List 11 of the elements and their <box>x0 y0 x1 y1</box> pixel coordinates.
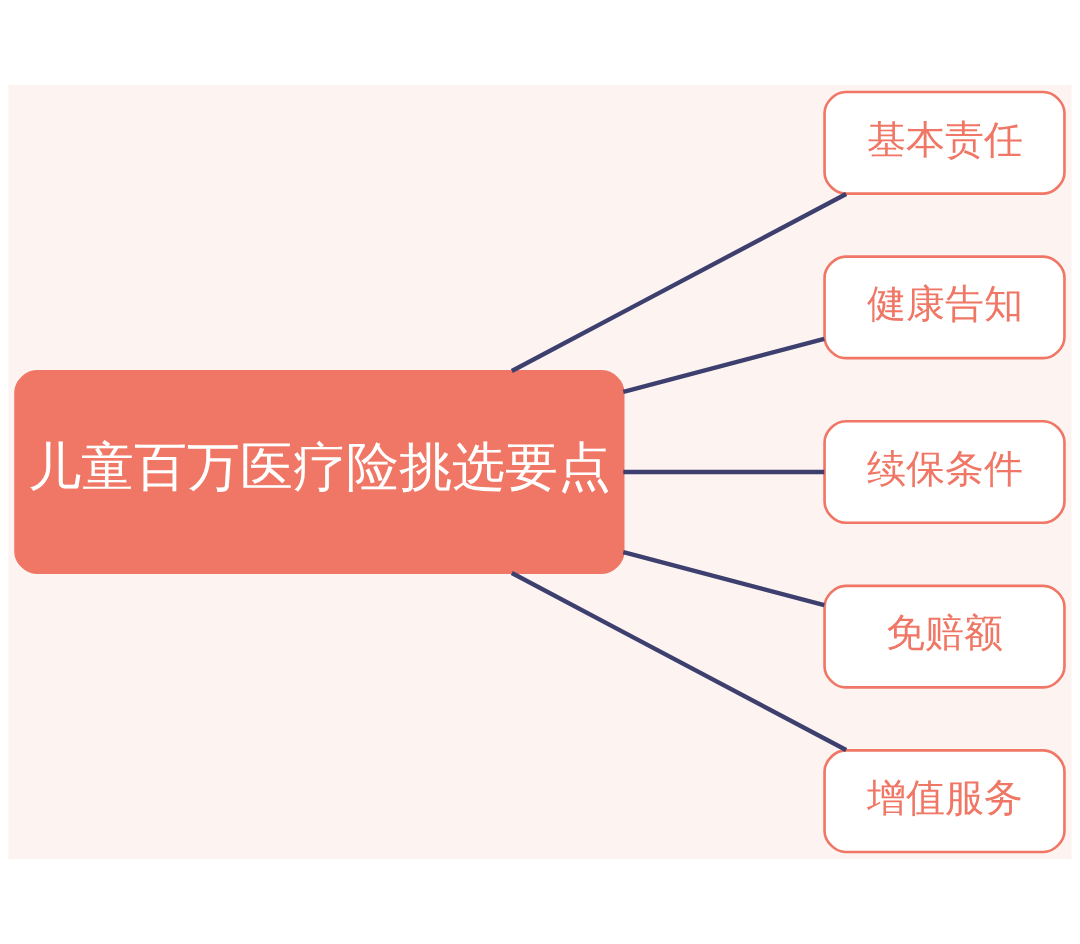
connector <box>623 469 825 475</box>
node-box: 健康告知 <box>823 255 1066 360</box>
node-box: 基本责任 <box>823 90 1066 195</box>
connector <box>510 571 848 752</box>
node-box: 增值服务 <box>823 749 1066 854</box>
node-box: 续保条件 <box>823 419 1066 525</box>
node-box: 免赔额 <box>823 584 1066 689</box>
connector <box>622 336 825 395</box>
node-box: 儿童百万医疗险挑选要点 <box>14 370 625 574</box>
connector <box>622 549 825 608</box>
connector <box>510 192 848 373</box>
